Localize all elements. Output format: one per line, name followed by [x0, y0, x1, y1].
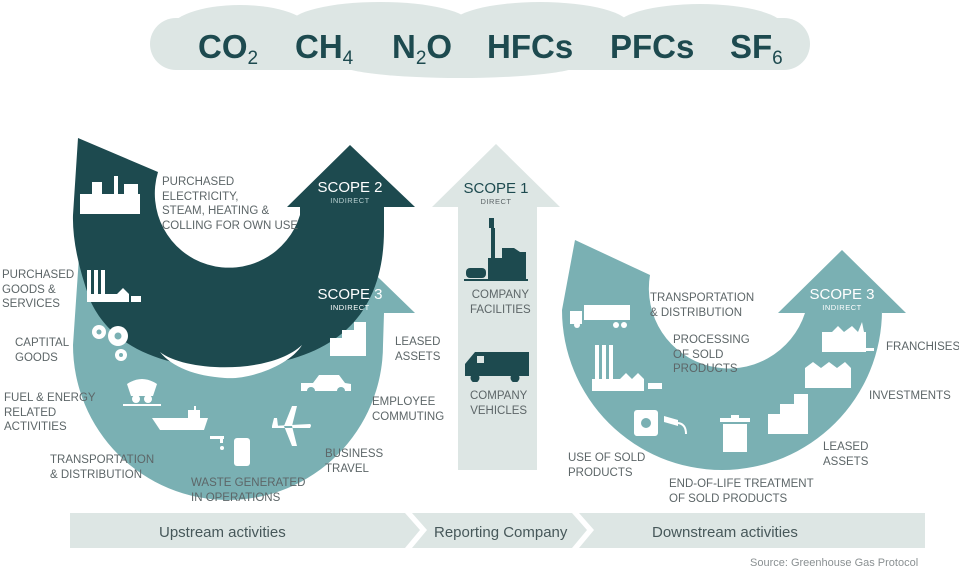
purchased-goods-label: PURCHASED GOODS & SERVICES: [2, 269, 75, 310]
scope2-arc: [72, 138, 415, 368]
investments-label: INVESTMENTS: [869, 390, 951, 402]
purchased-electricity-label: PURCHASED ELECTRICITY, STEAM, HEATING & …: [162, 176, 299, 232]
car-icon: [301, 375, 351, 395]
company-facilities-label: COMPANY FACILITIES: [470, 289, 531, 316]
capital-goods-label: CAPTITAL GOODS: [15, 337, 70, 364]
upstream-transport-label: TRANSPORTATION & DISTRIBUTION: [50, 454, 155, 481]
ship-icon: [152, 406, 208, 430]
company-facility-icon: [464, 218, 528, 281]
downstream-transport-label: TRANSPORTATION & DISTRIBUTION: [650, 292, 755, 319]
end-of-life-label: END-OF-LIFE TREATMENT OF SOLD PRODUCTS: [669, 478, 814, 505]
truck-icon: [570, 305, 630, 328]
trash-bin-icon: [720, 415, 750, 452]
scope1-arrow: [432, 144, 560, 470]
waste-barrel-icon: [210, 436, 250, 466]
office-building-icon: [330, 322, 366, 356]
investments-building-icon: [805, 362, 851, 388]
downstream-leased-label: LEASED ASSETS: [823, 441, 869, 468]
fuel-energy-label: FUEL & ENERGY RELATED ACTIVITIES: [4, 392, 96, 433]
processing-factory-icon: [592, 345, 662, 391]
company-vehicles-label: COMPANY VEHICLES: [470, 390, 528, 417]
downstream-activities-label: Downstream activities: [652, 524, 798, 541]
gas-sf6: SF6: [730, 28, 783, 69]
processing-label: PROCESSING OF SOLD PRODUCTS: [673, 334, 750, 375]
gas-ch4: CH4: [295, 28, 354, 69]
upstream-leased-label: LEASED ASSETS: [395, 336, 441, 363]
employee-commuting-label: EMPLOYEE COMMUTING: [372, 396, 445, 423]
power-plant-icon: [80, 176, 140, 214]
gas-n2o: N2O: [392, 28, 453, 69]
plug-socket-icon: [634, 410, 687, 436]
leased-building-icon: [768, 394, 808, 434]
source-note: Source: Greenhouse Gas Protocol: [750, 557, 919, 569]
airplane-icon: [272, 406, 311, 446]
factory-icon: [87, 270, 141, 302]
waste-label: WASTE GENERATED IN OPERATIONS: [191, 477, 306, 504]
gas-pfcs: PFCs: [610, 28, 695, 65]
franchises-label: FRANCHISES: [886, 341, 959, 353]
coal-cart-icon: [123, 379, 161, 406]
company-van-icon: [465, 352, 529, 382]
gas-co2: CO2: [198, 28, 259, 69]
reporting-company-label: Reporting Company: [434, 524, 568, 541]
gas-cloud: [150, 2, 810, 78]
gears-icon: [92, 325, 128, 361]
franchise-building-icon: [822, 322, 874, 352]
gas-hfcs: HFCs: [487, 28, 574, 65]
business-travel-label: BUSINESS TRAVEL: [325, 448, 384, 475]
use-of-sold-label: USE OF SOLD PRODUCTS: [568, 452, 646, 479]
inner-crescent: [160, 345, 302, 379]
upstream-activities-label: Upstream activities: [159, 524, 286, 541]
activities-bar: [70, 513, 925, 548]
